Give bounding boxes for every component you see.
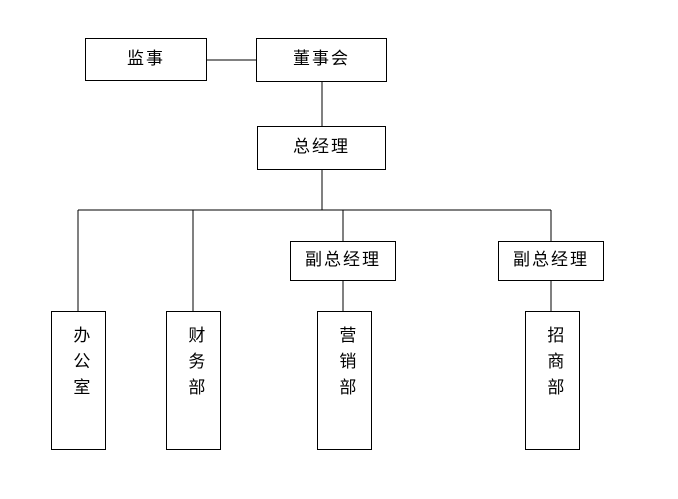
node-deputy-general-manager-1-label: 副总经理 — [305, 250, 381, 271]
node-investment-department[interactable]: 招商部 — [525, 311, 580, 450]
node-investment-department-label: 招商部 — [543, 326, 564, 404]
node-general-manager-label: 总经理 — [293, 137, 350, 158]
node-office-label: 办公室 — [69, 326, 90, 404]
node-deputy-general-manager-2[interactable]: 副总经理 — [498, 241, 604, 281]
node-deputy-general-manager-2-label: 副总经理 — [513, 250, 589, 271]
node-board-of-directors-label: 董事会 — [293, 49, 350, 70]
node-general-manager[interactable]: 总经理 — [257, 126, 386, 170]
node-deputy-general-manager-1[interactable]: 副总经理 — [290, 241, 396, 281]
node-finance-department[interactable]: 财务部 — [166, 311, 221, 450]
node-supervisor-label: 监事 — [127, 48, 165, 69]
node-marketing-department-label: 营销部 — [335, 326, 356, 404]
node-marketing-department[interactable]: 营销部 — [317, 311, 372, 450]
node-office[interactable]: 办公室 — [51, 311, 106, 450]
node-supervisor[interactable]: 监事 — [85, 38, 207, 81]
node-board-of-directors[interactable]: 董事会 — [256, 38, 387, 82]
node-finance-department-label: 财务部 — [184, 326, 205, 404]
